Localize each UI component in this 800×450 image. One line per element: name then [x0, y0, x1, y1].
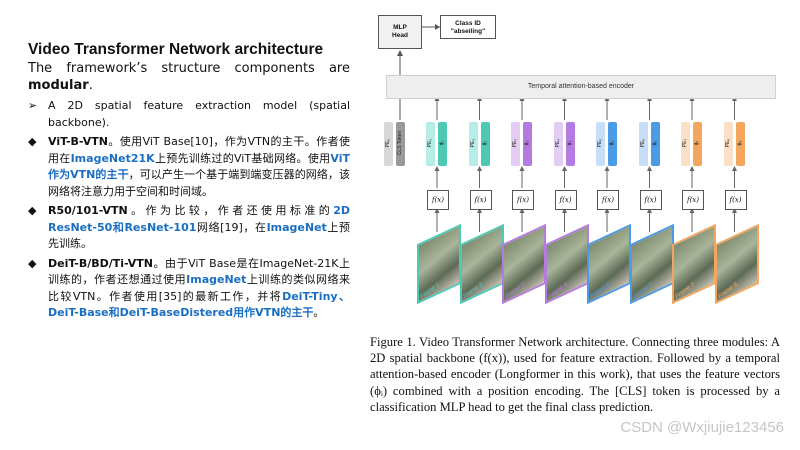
bullet-text: 上训练的类似网络来比较VTN。作者使用[35]的最新工作，并将	[48, 273, 351, 303]
bullet-item: ◆ DeiT-B/BD/Ti-VTN。由于ViT Base是在ImageNet-2…	[28, 256, 350, 322]
pe-label: PE₈	[724, 138, 731, 148]
subtitle-bold: modular	[28, 78, 89, 93]
bullet-item: ◆ ViT-B-VTN。使用ViT Base[10]，作为VTN的主干。作者使用在…	[28, 134, 350, 200]
feature-token: ϕ₈	[735, 122, 745, 166]
flow-arrowhead	[689, 208, 695, 213]
bullet-marker: ◆	[28, 204, 37, 217]
bullet-text: 2D ResNet-50和ResNet-101	[48, 204, 350, 234]
left-text-panel: Video Transformer Network architecture T…	[28, 40, 350, 325]
bullet-text: 。由于ViT Base是在ImageNet-21K上训练的，作者还想通过使用	[48, 256, 350, 287]
flow-arrowhead	[732, 208, 737, 213]
flow-arrowhead	[689, 166, 695, 171]
feature-label: ϕ₇	[694, 140, 700, 146]
feature-token: ϕ₅	[608, 122, 617, 166]
backbone-box: f(x)	[682, 190, 704, 210]
pe-label: PE₄	[554, 138, 561, 148]
bullet-text: 。	[313, 306, 325, 319]
flow-arrowhead	[647, 208, 652, 213]
bullet-text: ViT-B-VTN	[48, 135, 108, 148]
bullet-text: ImageNet21K	[70, 151, 155, 165]
feature-label: ϕ₈	[736, 140, 743, 146]
subtitle-pre: The framework’s structure components are	[28, 61, 350, 76]
bullet-text: 上预先训练过的ViT基础网络。使用	[154, 151, 331, 165]
pe-token: PE₅	[596, 122, 605, 166]
flow-arrowhead	[604, 166, 610, 171]
pe-label: PE₂	[469, 138, 476, 148]
pe-token: PE₄	[553, 122, 563, 166]
bullet-text: R50/101-VTN	[48, 204, 128, 217]
cls-token: CLS Token	[396, 122, 405, 166]
bullet-text: DeiT-Tiny、DeiT-Base和DeiT-BaseDistered用作V…	[48, 289, 350, 320]
section-subtitle: The framework’s structure components are…	[28, 60, 350, 94]
backbone-box: f(x)	[597, 190, 619, 210]
backbone-box: f(x)	[724, 190, 747, 210]
watermark: CSDN @Wxjiujie123456	[620, 419, 784, 436]
pe-token: PE₆	[638, 122, 648, 166]
bullet-text: A 2D spatial feature extraction model (s…	[48, 99, 350, 129]
flow-arrowhead	[562, 166, 567, 171]
pe-token: PE₇	[681, 122, 690, 166]
pe0-label: PE₀	[385, 138, 391, 148]
feature-token: ϕ₄	[565, 122, 575, 166]
feature-token: ϕ₇	[693, 122, 702, 166]
backbone-box: f(x)	[639, 190, 662, 210]
feature-label: ϕ₄	[566, 140, 573, 146]
flow-arrowhead	[732, 166, 737, 171]
flow-arrowhead	[434, 208, 440, 213]
pe-label: PE₅	[597, 138, 603, 148]
bullet-marker: ◆	[28, 256, 37, 270]
bullet-text: 上预先训练。	[48, 220, 350, 251]
backbone-box: f(x)	[469, 190, 492, 210]
bullet-item: ➢ A 2D spatial feature extraction model (…	[28, 98, 350, 131]
backbone-box: f(x)	[554, 190, 577, 210]
flow-arrowhead	[604, 208, 610, 213]
flow-arrowhead	[477, 166, 482, 171]
bullet-text: 。使用ViT Base[10]，作为VTN的主干。作者使用在	[48, 135, 350, 165]
pe-label: PE₃	[512, 138, 518, 148]
bullet-text: 网络[19]，在	[196, 220, 267, 234]
flow-arrowhead	[519, 166, 525, 171]
bullet-text: DeiT-B/BD/Ti-VTN	[48, 256, 154, 270]
pe-token: PE₂	[468, 122, 478, 166]
feature-label: ϕ₁	[439, 140, 445, 146]
figure-caption: Figure 1. Video Transformer Network arch…	[370, 335, 780, 414]
backbone-box: f(x)	[512, 190, 534, 210]
section-title: Video Transformer Network architecture	[28, 41, 324, 58]
class-id-box: Class ID"abseiling"	[440, 15, 496, 39]
feature-token: ϕ₂	[480, 122, 490, 166]
bullet-marker: ➢	[28, 99, 38, 112]
flow-arrowhead	[647, 166, 652, 171]
bullet-text: ，可以产生一个基于端到端变压器的网络，该网络将注意力用于空间和时间域。	[48, 168, 350, 198]
bullet-marker: ◆	[28, 135, 37, 148]
pe-token: PE₁	[426, 122, 435, 166]
feature-label: ϕ₂	[481, 140, 488, 146]
flow-arrowhead	[519, 208, 525, 213]
flow-arrowhead	[434, 166, 440, 171]
subtitle-post: .	[88, 78, 93, 93]
bullet-text: ImageNet	[186, 273, 247, 286]
feature-label: ϕ₆	[651, 140, 658, 146]
bullet-text: ViT作为VTN的主干	[48, 151, 351, 182]
feature-token: ϕ₆	[650, 122, 660, 166]
flow-arrowhead	[562, 208, 567, 213]
pe-token: PE₃	[511, 122, 520, 166]
pe-label: PE₇	[682, 138, 688, 148]
pe-token: PE₈	[723, 122, 733, 166]
feature-token: ϕ₁	[438, 122, 447, 166]
backbone-box: f(x)	[427, 190, 449, 210]
feature-label: ϕ₅	[609, 140, 615, 146]
pe-label: PE₁	[427, 138, 433, 148]
bullet-item: ◆ R50/101-VTN。作为比较，作者还使用标准的2D ResNet-50和R…	[28, 203, 350, 253]
flow-arrowhead	[477, 208, 482, 213]
pe-label: PE₆	[639, 138, 646, 148]
bullet-list: ➢ A 2D spatial feature extraction model (…	[28, 98, 350, 322]
bullet-text: 。作为比较，作者还使用标准的	[127, 204, 334, 217]
feature-label: ϕ₃	[524, 140, 530, 146]
feature-token: ϕ₃	[523, 122, 532, 166]
bullet-text: ImageNet	[266, 220, 327, 234]
temporal-encoder-bar: Temporal attention-based encoder	[386, 75, 776, 99]
cls-token-label: CLS Token	[397, 130, 403, 156]
pe0-token: PE₀	[384, 122, 393, 166]
